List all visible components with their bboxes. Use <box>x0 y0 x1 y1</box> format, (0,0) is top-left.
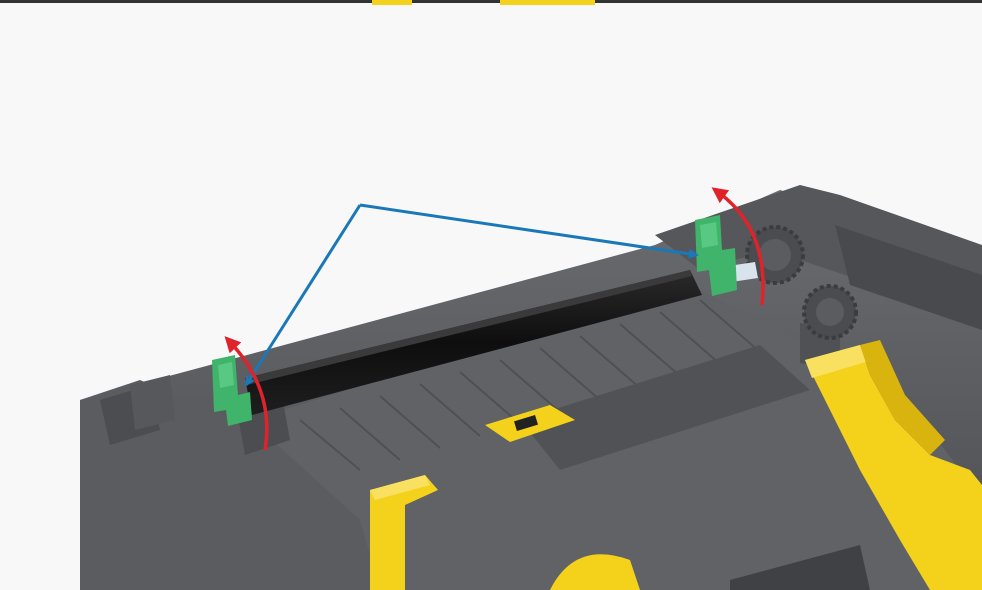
top-yellow-hint-2 <box>500 0 595 5</box>
top-yellow-hint <box>372 0 412 5</box>
pointer-arrow-icon <box>360 205 697 255</box>
